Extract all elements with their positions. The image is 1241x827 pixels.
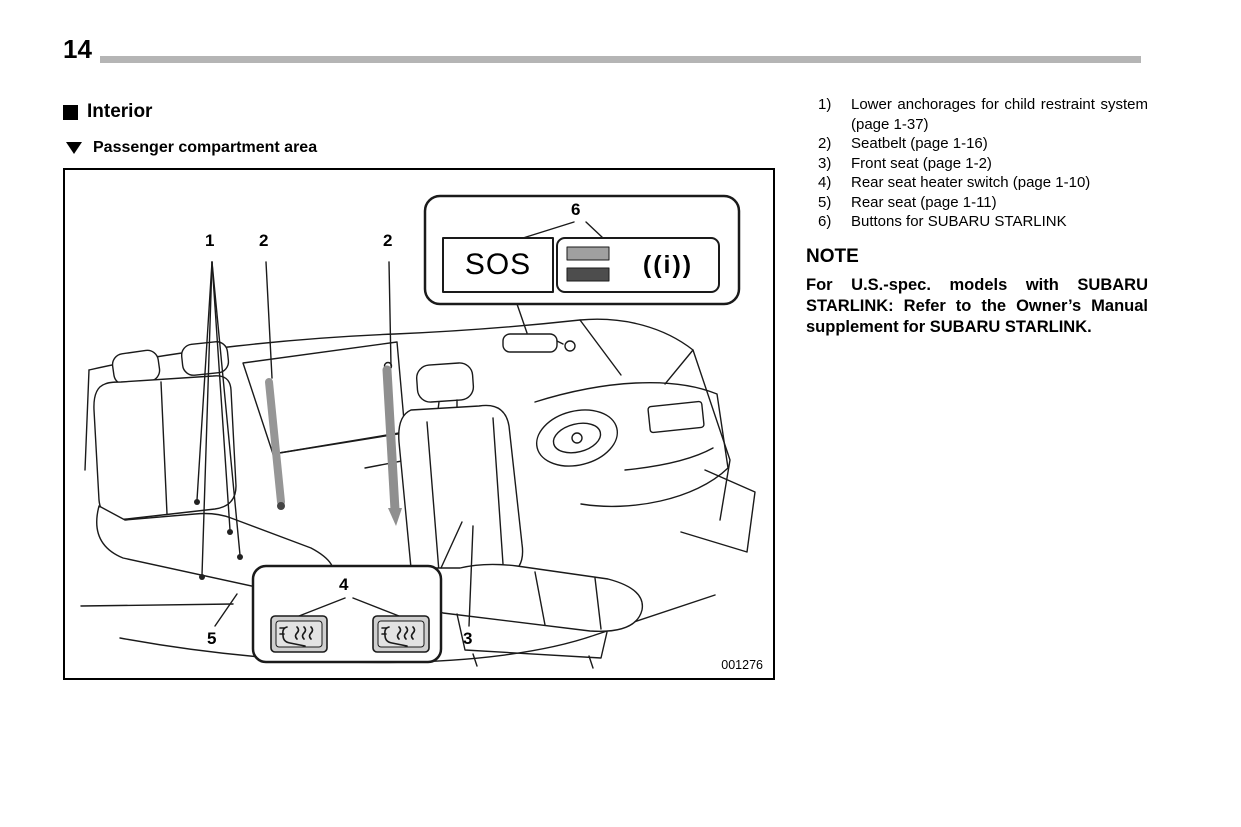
starlink-inset [423,194,741,306]
figure-box: 1 2 2 3 4 5 6 SOS ((i)) 001276 [63,168,775,680]
seat-heater-icon [279,626,314,647]
seat-heater-switch-left [270,615,328,653]
legend-item-text: Rear seat (page 1-11) [851,193,997,211]
legend-item: 2) Seatbelt (page 1-16) [806,134,1148,154]
sos-button-label: SOS [464,248,532,281]
legend-item-number: 6) [818,213,832,230]
seat-heater-switch-right [372,615,430,653]
subsection-title: Passenger compartment area [93,139,318,156]
steering-wheel [535,409,619,467]
inset-leader-line [516,303,528,334]
callout-label-4: 4 [339,575,349,594]
legend-item: 1) Lower anchorages for child restraint … [806,95,1148,134]
note-heading: NOTE [806,245,859,267]
legend-item-number: 5) [818,193,832,211]
page-number: 14 [63,34,92,64]
note-body: For U.S.-spec. models with SUBARU STARLI… [806,275,1148,336]
callout-label-5: 5 [207,629,217,648]
legend-item-text: Buttons for SUBARU STARLINK [851,213,1067,230]
callout-label-3: 3 [463,629,473,648]
header-rule [100,56,1141,63]
legend-item-number: 3) [818,154,832,172]
square-marker-icon [63,104,78,120]
section-heading: Interior [63,101,152,123]
legend-item-number: 1) [818,96,832,113]
rear-seat [93,341,335,594]
legend-item: 5) Rear seat (page 1-11) [806,193,1148,213]
legend-item-number: 4) [818,174,832,191]
legend-item: 4) Rear seat heater switch (page 1-10) [806,173,1148,193]
callout-label-2b: 2 [383,231,393,250]
subsection-heading: Passenger compartment area [66,139,317,157]
legend-item-text: Front seat (page 1-2) [851,154,992,172]
legend-list: 1) Lower anchorages for child restraint … [806,95,1148,232]
callout-label-6: 6 [571,200,581,219]
legend-item-text: Seatbelt (page 1-16) [851,135,988,152]
starlink-info-icon: ((i)) [642,250,694,279]
callout-leader-lines [194,261,474,627]
triangle-marker-icon [66,142,82,154]
heater-inset [251,521,463,664]
section-title: Interior [87,101,153,122]
legend-item-text: Lower anchorages for child restraint sys… [851,96,1148,133]
car-interior-line-art [80,194,756,669]
dashboard [534,381,756,553]
legend-item: 6) Buttons for SUBARU STARLINK [806,212,1148,232]
callout-label-2a: 2 [259,231,269,250]
legend-item: 3) Front seat (page 1-2) [806,154,1148,174]
overhead-console [502,333,576,353]
callout-label-1: 1 [205,231,215,250]
rear-seatbelt [265,378,285,510]
right-column: 1) Lower anchorages for child restraint … [806,95,1148,338]
legend-item-text: Rear seat heater switch (page 1-10) [851,174,1091,191]
figure-code: 001276 [721,658,763,672]
legend-item-number: 2) [818,135,832,152]
seat-heater-icon [381,626,416,647]
